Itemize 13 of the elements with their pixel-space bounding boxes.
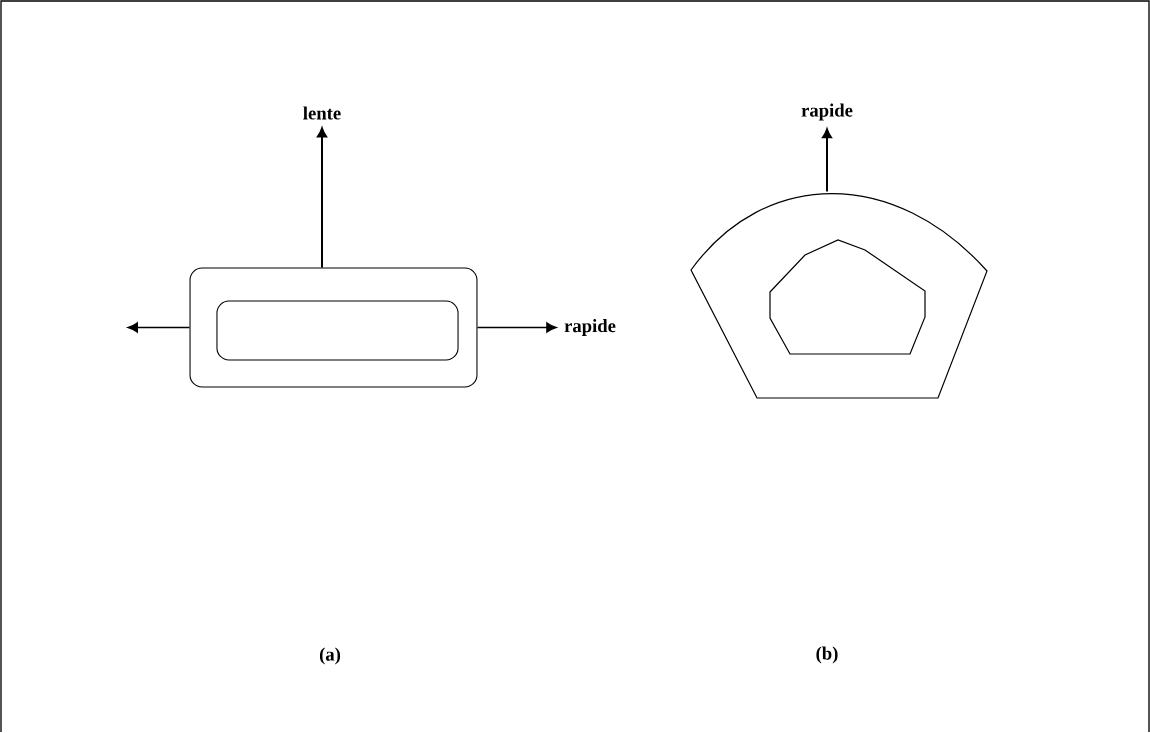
- inner-rounded-box: [216, 300, 459, 361]
- arrow: [317, 127, 327, 269]
- arrow: [127, 322, 191, 333]
- panel-label: (a): [319, 647, 341, 665]
- arrow: [476, 322, 557, 333]
- panel-label: (b): [816, 646, 838, 664]
- direction-label: rapide: [564, 319, 616, 336]
- direction-label: rapide: [801, 103, 853, 121]
- direction-label: lente: [303, 106, 341, 120]
- inner-outline: [769, 239, 926, 355]
- outer-outline: [690, 193, 988, 399]
- rounded-box: [189, 267, 478, 388]
- arrow: [822, 128, 832, 193]
